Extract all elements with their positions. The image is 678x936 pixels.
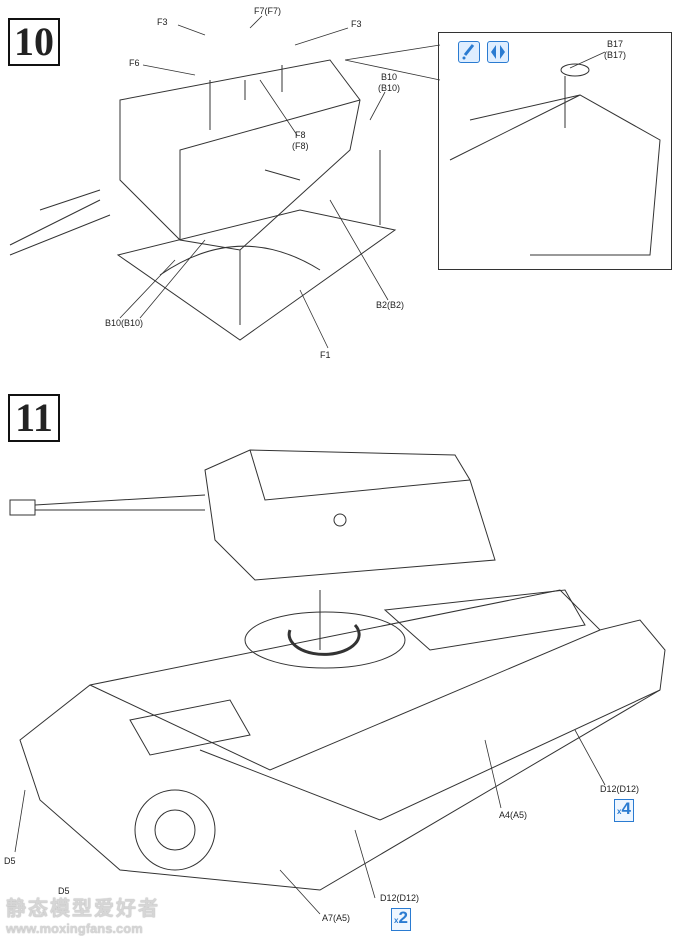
label-d12-rear: D12(D12) (600, 784, 640, 794)
watermark-title: 静态模型爱好者 (6, 898, 160, 920)
label-a4: A4(A5) (499, 810, 528, 820)
quantity-value: 4 (621, 799, 631, 818)
label-f3-right: F3 (351, 19, 362, 29)
quantity-badge-rear: x4 (614, 799, 634, 822)
quantity-prefix: x (617, 807, 622, 816)
label-f7: F7(F7) (254, 6, 281, 16)
hull-step11 (19, 589, 666, 891)
step-10-number: 10 (8, 18, 60, 66)
turret-step11 (9, 449, 496, 581)
label-d5-lower: D5 (58, 886, 70, 896)
glue-icon (458, 41, 480, 63)
label-f8: F8 (F8) (292, 130, 309, 151)
watermark: 静态模型爱好者 www.moxingfans.com (6, 892, 160, 936)
watermark-url: www.moxingfans.com (6, 921, 143, 936)
step-11-number: 11 (8, 394, 60, 442)
label-b2: B2(B2) (376, 300, 405, 310)
label-d5-upper: D5 (4, 856, 16, 866)
detail-inset (438, 32, 672, 270)
label-b10-right: B10 (B10) (378, 72, 401, 93)
label-f6: F6 (129, 58, 140, 68)
quantity-prefix: x (394, 916, 399, 925)
label-f3-left: F3 (157, 17, 168, 27)
label-a7: A7(A5) (322, 913, 351, 923)
rotate-view-icon (487, 41, 509, 63)
quantity-value: 2 (398, 908, 408, 927)
label-f1: F1 (320, 350, 331, 360)
turret-step10 (9, 59, 397, 341)
label-b17: B17 (B17) (604, 39, 627, 60)
quantity-badge-front: x2 (391, 908, 411, 931)
label-b10-left: B10(B10) (105, 318, 144, 328)
label-d12-front: D12(D12) (380, 893, 420, 903)
